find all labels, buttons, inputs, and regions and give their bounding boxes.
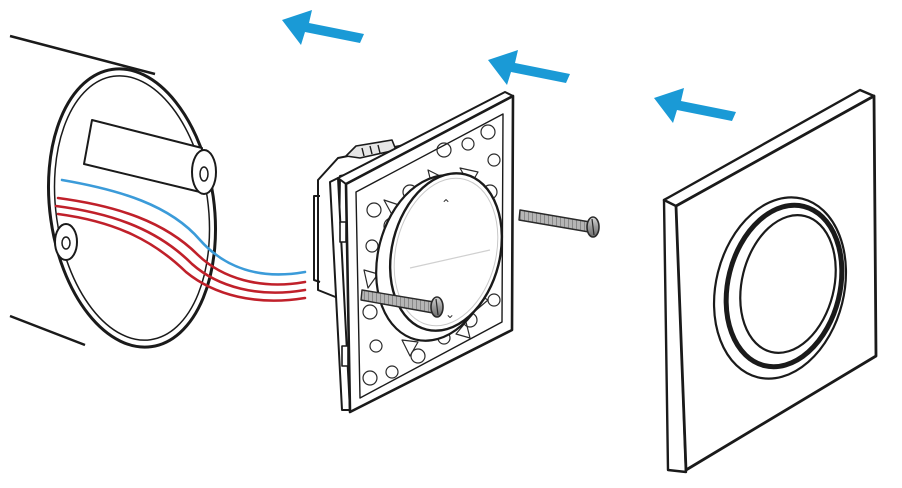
frame-aperture-ring (723, 202, 845, 370)
wire-red-3 (56, 212, 307, 302)
arrow-left-3 (654, 88, 736, 123)
wall-box-top-edge (9, 34, 156, 76)
screw-right (518, 209, 600, 238)
plate-clip-lower (341, 345, 349, 367)
frame-aperture-inner (739, 214, 837, 354)
switch-mechanism: ⌃ ⌄ (313, 91, 515, 414)
arrow-left-1 (282, 10, 364, 45)
arrow-left-2 (488, 50, 570, 85)
wall-box-bottom-edge (9, 314, 86, 347)
mounting-screws (360, 209, 600, 318)
dial-down-symbol: ⌄ (445, 307, 455, 321)
wires (54, 178, 307, 302)
dial-up-symbol: ⌃ (441, 197, 451, 211)
cover-frame (662, 88, 878, 474)
wire-red-1 (56, 196, 307, 286)
plate-clip-upper (339, 221, 347, 243)
screw-left (360, 289, 444, 318)
dial-knob (388, 172, 504, 332)
wall-box-rim-inner (53, 75, 211, 341)
plate-cutouts (362, 124, 503, 386)
wire-red-2 (54, 204, 307, 294)
wall-box (9, 34, 218, 349)
wire-blue (60, 178, 307, 276)
direction-arrows (282, 10, 736, 123)
